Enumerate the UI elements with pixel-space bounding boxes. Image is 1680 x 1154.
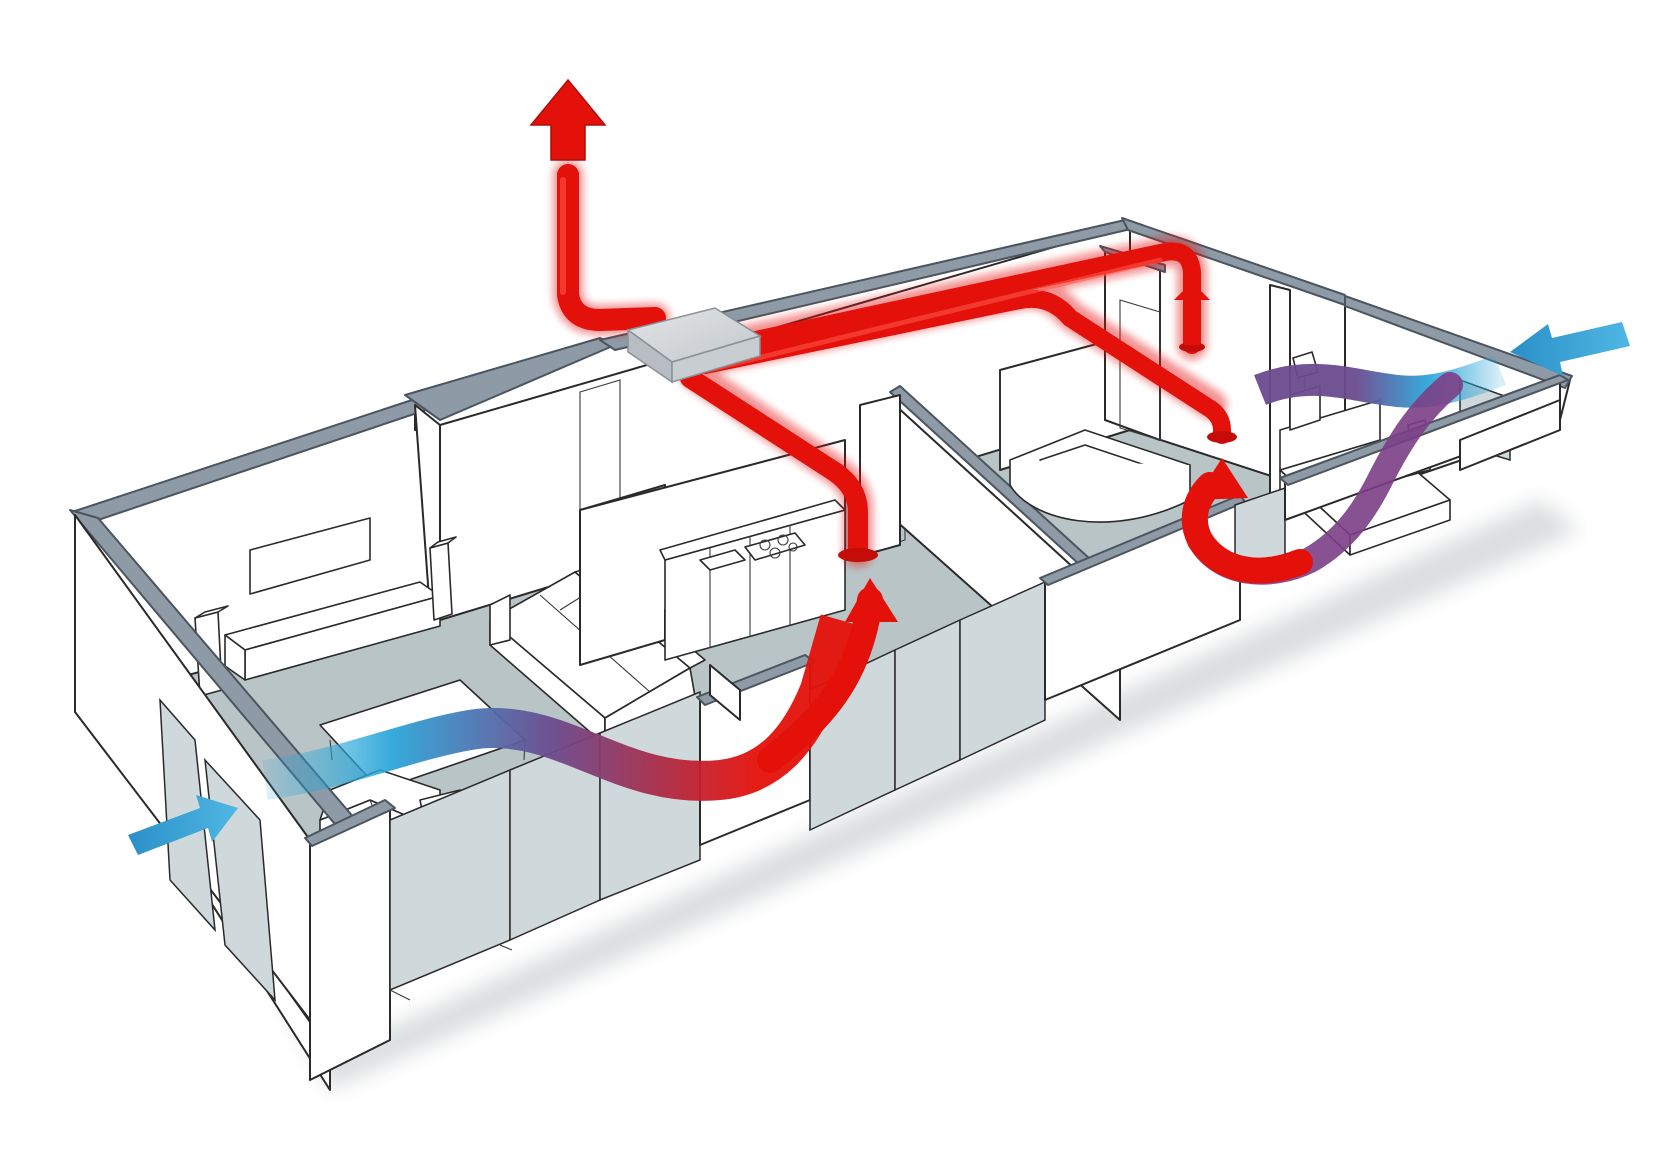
bathroom-extract-grille bbox=[1207, 431, 1237, 443]
arrow-up-icon bbox=[531, 80, 605, 160]
kitchen-extract-grille bbox=[838, 548, 878, 562]
speaker-right bbox=[430, 543, 452, 620]
